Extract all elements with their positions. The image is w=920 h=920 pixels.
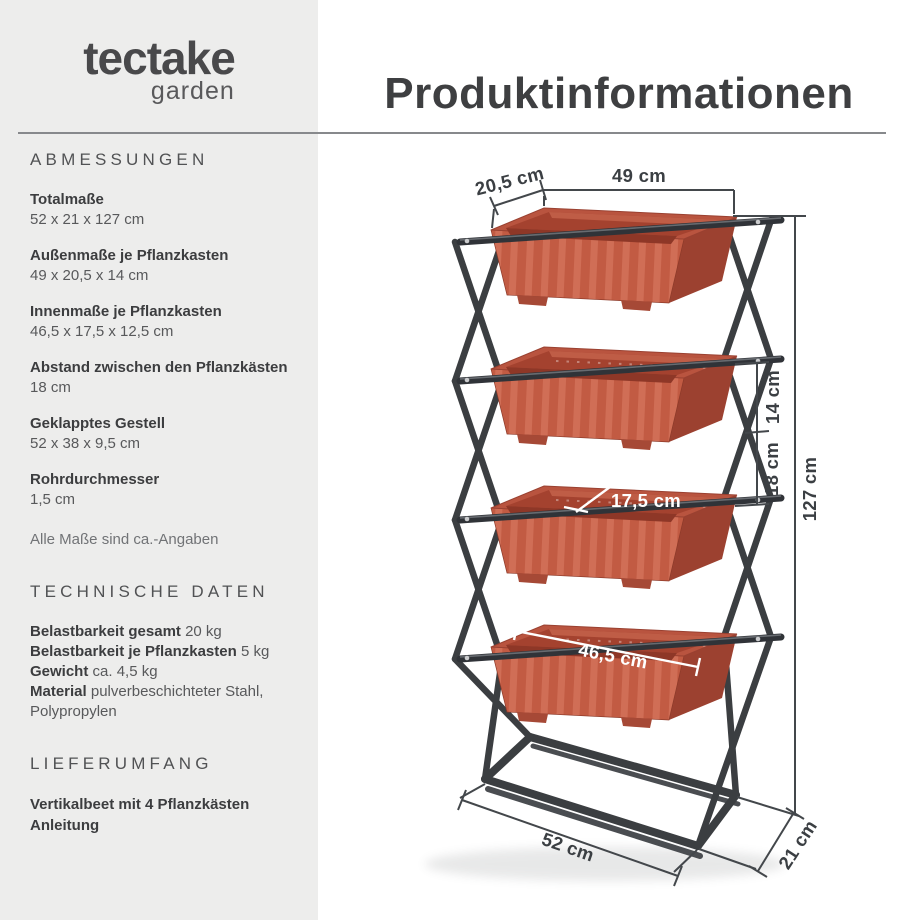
tech-item: Material pulverbeschichteter Stahl, Poly… [30,682,300,722]
product-diagram: 20,5 cm 49 cm 14 cm 18 cm 127 cm 52 cm 2… [425,162,821,887]
dimension-lines [457,179,806,887]
tech-label: Belastbarkeit je Pflanzkasten [30,643,237,660]
dimension-value: 18 cm [30,379,71,396]
delivery-item: Vertikalbeet mit 4 Pflanzkästen [30,796,250,813]
section-heading-technical: TECHNISCHE DATEN [30,582,269,601]
tech-value: ca. 4,5 kg [92,663,158,680]
dimension-value: 49 x 20,5 x 14 cm [30,267,149,284]
tech-item: Belastbarkeit gesamt 20 kg [30,622,300,642]
dimension-item: Abstand zwischen den Pflanzkästen 18 cm [30,358,300,398]
dimension-item: Innenmaße je Pflanzkasten 46,5 x 17,5 x … [30,302,300,342]
dimension-value: 1,5 cm [30,491,76,508]
inner-dimension-lines [512,480,702,677]
measurements-note: Alle Maße sind ca.-Angaben [30,531,219,548]
dimension-item: Rohrdurchmesser 1,5 cm [30,470,300,510]
delivery-item: Anleitung [30,817,100,834]
tech-label: Material [30,683,87,700]
sidebar: tectake garden ABMESSUNGEN Totalmaße 52 … [0,0,318,920]
dimension-value: 46,5 x 17,5 x 12,5 cm [30,323,174,340]
brand-subtitle: garden [150,77,235,105]
section-heading-delivery: LIEFERUMFANG [30,754,213,773]
dim-inner-depth-label: 17,5 cm [611,490,681,511]
dimension-value: 52 x 38 x 9,5 cm [30,435,141,452]
scissor-frame [451,216,775,850]
page-title: Produktinformationen [384,69,854,119]
dimension-label: Totalmaße [30,191,104,208]
dim-box-gap-label: 18 cm [761,442,782,496]
dimension-item: Geklapptes Gestell 52 x 38 x 9,5 cm [30,414,300,454]
tech-value: 20 kg [185,623,222,640]
dim-box-width-label: 49 cm [612,165,666,186]
tech-label: Gewicht [30,663,89,680]
dimension-label: Außenmaße je Pflanzkasten [30,247,229,264]
dimension-label: Innenmaße je Pflanzkasten [30,303,222,320]
dimension-item: Totalmaße 52 x 21 x 127 cm [30,190,300,230]
base-frame [481,733,741,859]
tech-item: Gewicht ca. 4,5 kg [30,662,300,682]
sidebar-content: ABMESSUNGEN Totalmaße 52 x 21 x 127 cm A… [30,150,300,836]
dimension-value: 52 x 21 x 127 cm [30,211,145,228]
dim-total-height-label: 127 cm [799,457,820,522]
support-bars [456,216,785,663]
brand-name: tectake [83,32,236,84]
section-heading-dimensions: ABMESSUNGEN [30,150,209,169]
brand-logo: tectake garden [0,34,318,104]
dim-box-height-label: 14 cm [762,370,783,424]
dimension-label: Rohrdurchmesser [30,471,160,488]
dimension-label: Abstand zwischen den Pflanzkästen [30,359,288,376]
floor-shadow [425,847,785,881]
dimension-label: Geklapptes Gestell [30,415,166,432]
tech-value: 5 kg [240,643,270,660]
tech-value: pulverbeschichteter Stahl, Polypropylen [30,683,264,720]
dimension-item: Außenmaße je Pflanzkasten 49 x 20,5 x 14… [30,246,300,286]
tech-item: Belastbarkeit je Pflanzkasten 5 kg [30,642,300,662]
dim-box-depth-label: 20,5 cm [473,162,546,199]
dim-base-depth-label: 21 cm [774,816,821,873]
tech-label: Belastbarkeit gesamt [30,623,181,640]
header-divider [18,132,886,134]
